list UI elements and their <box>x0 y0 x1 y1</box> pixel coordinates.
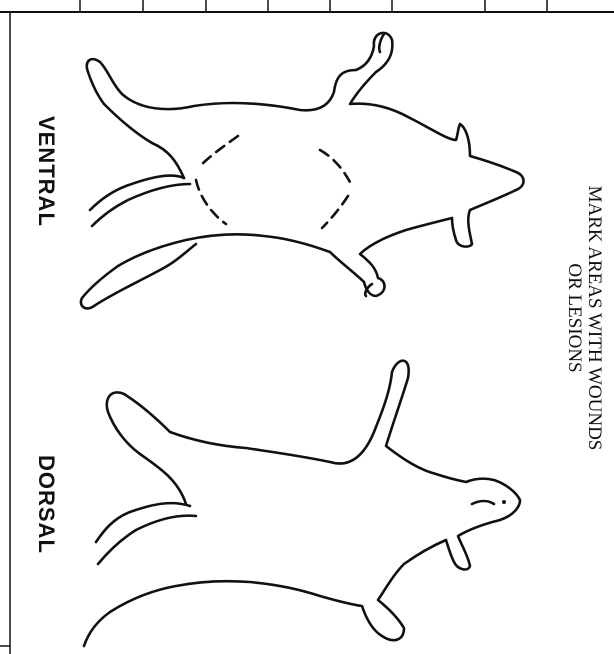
instruction-line-2: OR LESIONS <box>564 168 584 468</box>
dorsal-label: DORSAL <box>33 455 59 554</box>
ventral-label: VENTRAL <box>33 116 59 227</box>
ventral-kangaroo-outline <box>81 33 524 309</box>
instruction-text: MARK AREAS WITH WOUNDS OR LESIONS <box>564 168 604 468</box>
dorsal-kangaroo-outline <box>84 361 520 646</box>
instruction-line-1: MARK AREAS WITH WOUNDS <box>584 168 604 468</box>
